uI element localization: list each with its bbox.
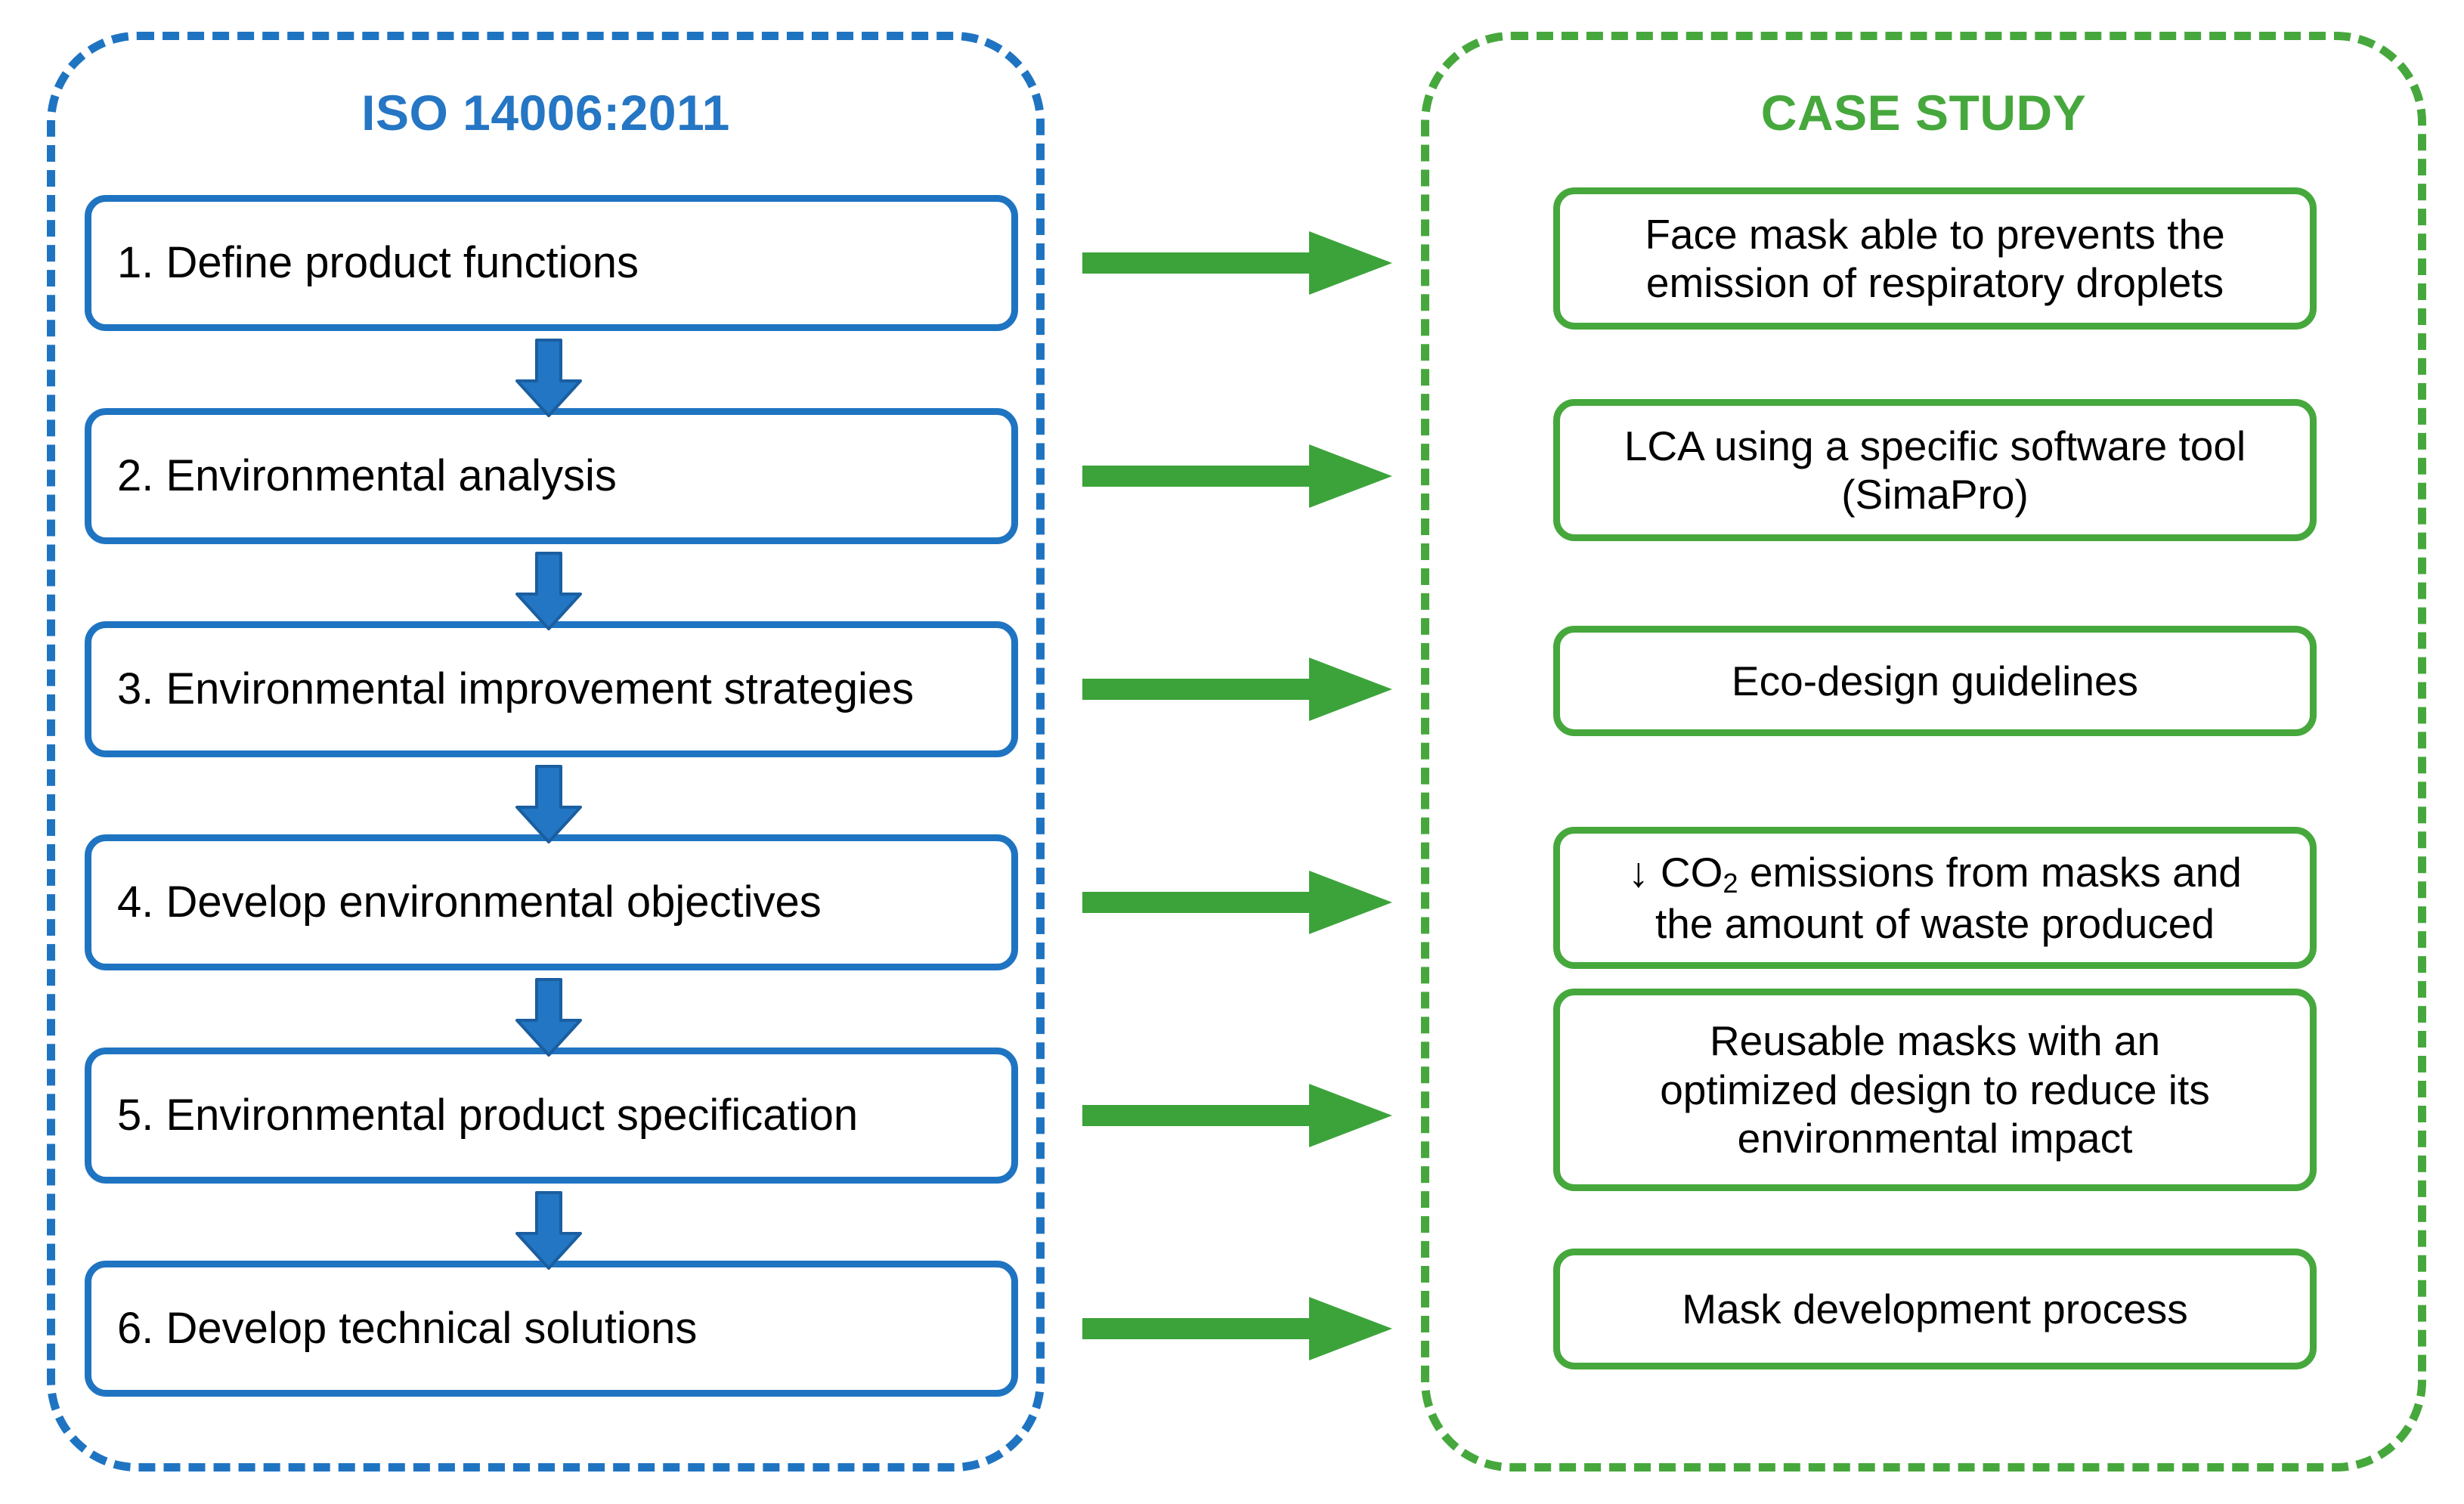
down-arrow-icon: [514, 1191, 583, 1270]
iso-step-box-2[interactable]: 2. Environmental analysis: [85, 408, 1018, 544]
iso-step-box-1[interactable]: 1. Define product functions: [85, 195, 1018, 331]
case-study-label: Reusable masks with an optimized design …: [1660, 1017, 2210, 1162]
case-study-line: (SimaPro): [1841, 471, 2029, 518]
case-study-label: Eco-design guidelines: [1732, 657, 2138, 705]
case-study-box-5[interactable]: Reusable masks with an optimized design …: [1553, 989, 2317, 1191]
case-study-box-1[interactable]: Face mask able to prevents the emission …: [1553, 187, 2317, 330]
case-study-label: ↓ CO2 emissions from masks and the amoun…: [1628, 848, 2242, 949]
right-arrow-icon: [1082, 1292, 1392, 1365]
case-study-line: optimized design to reduce its: [1660, 1066, 2210, 1113]
down-arrow-icon: [514, 339, 583, 417]
iso-step-label: 2. Environmental analysis: [117, 450, 617, 500]
right-arrow-icon: [1082, 227, 1392, 299]
case-study-line: LCA using a specific software tool: [1624, 422, 2246, 469]
right-arrow-icon: [1082, 440, 1392, 512]
case-study-box-3[interactable]: Eco-design guidelines: [1553, 626, 2317, 736]
case-study-line: emission of respiratory droplets: [1645, 259, 2224, 306]
iso-step-label: 5. Environmental product specification: [117, 1090, 859, 1140]
case-study-line: environmental impact: [1737, 1115, 2133, 1162]
case-study-line: Reusable masks with an: [1709, 1017, 2161, 1065]
right-arrow-icon: [1082, 653, 1392, 726]
case-study-label: Mask development process: [1682, 1285, 2187, 1333]
case-study-line: Mask development process: [1682, 1285, 2188, 1332]
iso-step-label: 6. Develop technical solutions: [117, 1303, 698, 1353]
case-study-label: LCA using a specific software tool (Sima…: [1624, 422, 2246, 519]
right-arrow-icon: [1082, 1079, 1392, 1152]
case-study-label: Face mask able to prevents the emission …: [1645, 210, 2224, 308]
iso-step-box-6[interactable]: 6. Develop technical solutions: [85, 1261, 1018, 1397]
case-study-line: Face mask able to prevents the: [1645, 210, 2225, 258]
down-arrow-icon: [514, 552, 583, 630]
case-study-box-2[interactable]: LCA using a specific software tool (Sima…: [1553, 399, 2317, 541]
case-study-panel-title: CASE STUDY: [1760, 85, 2087, 141]
iso-step-label: 4. Develop environmental objectives: [117, 877, 822, 927]
right-arrow-icon: [1082, 866, 1392, 939]
case-study-panel: [1421, 32, 2426, 1472]
down-arrow-icon: [514, 978, 583, 1057]
case-study-box-6[interactable]: Mask development process: [1553, 1249, 2317, 1369]
down-arrow-icon: [514, 765, 583, 843]
case-study-box-4[interactable]: ↓ CO2 emissions from masks and the amoun…: [1553, 827, 2317, 969]
iso-step-box-5[interactable]: 5. Environmental product specification: [85, 1048, 1018, 1184]
iso-step-box-3[interactable]: 3. Environmental improvement strategies: [85, 621, 1018, 757]
iso-panel: [47, 32, 1045, 1472]
iso-step-label: 3. Environmental improvement strategies: [117, 664, 915, 713]
iso-step-box-4[interactable]: 4. Develop environmental objectives: [85, 834, 1018, 970]
case-study-line: the amount of waste produced: [1655, 900, 2215, 948]
iso-step-label: 1. Define product functions: [117, 237, 639, 287]
iso-panel-title: ISO 14006:2011: [361, 85, 730, 141]
case-study-line-co2: ↓ CO2 emissions from masks and: [1628, 848, 2242, 899]
case-study-line: Eco-design guidelines: [1731, 657, 2139, 704]
